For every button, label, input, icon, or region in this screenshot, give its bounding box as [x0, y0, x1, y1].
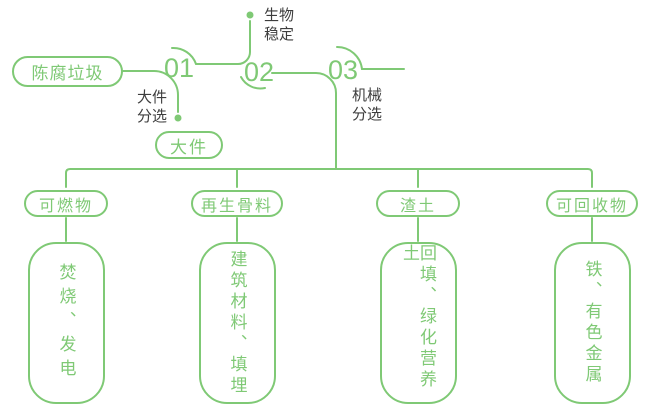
category-pill-recyclables: 可回收物	[545, 190, 638, 217]
line-01-to-02	[171, 20, 251, 65]
bulky-branch-dot	[174, 114, 182, 122]
step-number-03: 03	[327, 55, 359, 85]
branch-recycled-aggregate: 再生骨料 建筑材料、填埋	[189, 190, 285, 404]
result-text-slag-soil: 回填、绿化营养土	[400, 244, 436, 391]
line-source-to-bulky	[122, 70, 179, 113]
result-box-recycled-aggregate: 建筑材料、填埋	[198, 242, 276, 404]
label-bulky-sorting: 大件 分选	[137, 89, 168, 125]
category-pill-slag-soil: 渣土	[376, 190, 460, 217]
branch-recyclables: 可回收物 铁、有色金属	[544, 190, 640, 404]
bulky-output-node: 大件	[155, 131, 223, 159]
result-text-recycled-aggregate: 建筑材料、填埋	[227, 249, 247, 397]
branch-slag-soil: 渣土 回填、绿化营养土	[370, 190, 466, 404]
category-pill-combustibles: 可燃物	[24, 190, 108, 217]
result-box-slag-soil: 回填、绿化营养土	[379, 242, 457, 404]
label-mechanical-sorting: 机械 分选	[352, 87, 383, 123]
line-02-to-03	[271, 72, 337, 170]
step-number-02: 02	[243, 57, 275, 87]
result-box-recyclables: 铁、有色金属	[553, 242, 631, 404]
result-box-combustibles: 焚烧、发电	[27, 242, 105, 404]
arc-under-02	[240, 76, 266, 90]
line-after-03	[336, 45, 405, 70]
bio-branch-dot	[246, 11, 254, 19]
category-pill-recycled-aggregate: 再生骨料	[190, 190, 283, 217]
source-node: 陈腐垃圾	[12, 56, 123, 87]
branch-combustibles: 可燃物 焚烧、发电	[18, 190, 114, 404]
tree-rail	[65, 168, 593, 188]
step-number-01: 01	[163, 53, 195, 83]
label-bio-stabilization: 生物 稳定	[264, 7, 295, 43]
result-text-recyclables: 铁、有色金属	[582, 260, 602, 386]
result-text-combustibles: 焚烧、发电	[56, 263, 76, 383]
